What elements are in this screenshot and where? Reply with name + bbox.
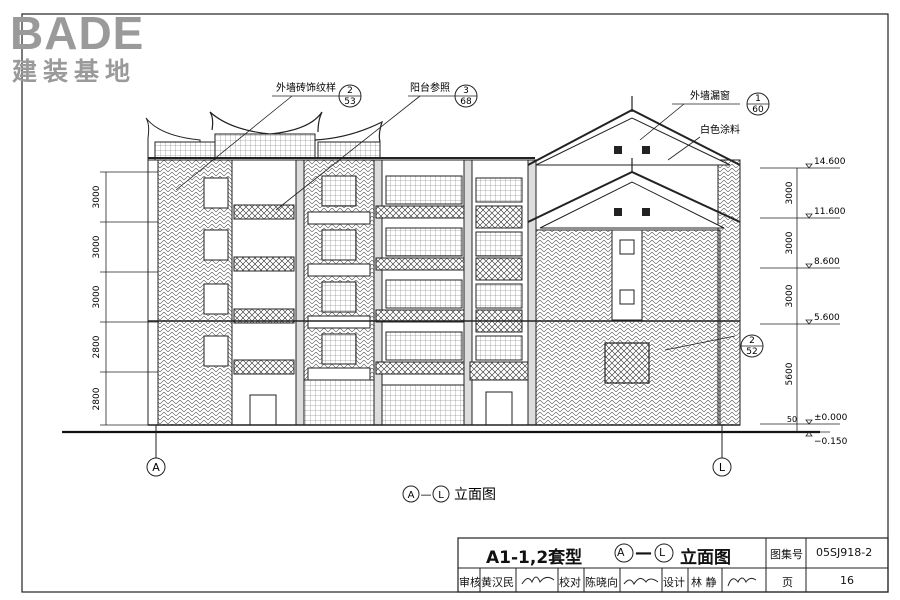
caption-axis-from: A bbox=[408, 490, 415, 501]
level-label: 5.600 bbox=[814, 313, 840, 323]
atlas-label: 图集号 bbox=[770, 548, 803, 561]
atlas-value: 05SJ918-2 bbox=[816, 546, 873, 559]
title-main-suffix: 立面图 bbox=[680, 548, 731, 568]
dim-left-1: 3000 bbox=[92, 185, 102, 208]
title-axis-from: A bbox=[617, 546, 625, 559]
check-label: 校对 bbox=[559, 576, 581, 589]
right-dimension-chain bbox=[760, 163, 840, 437]
level-label: 8.600 bbox=[814, 257, 840, 267]
ref-bubble-bottom: 60 bbox=[752, 105, 764, 115]
ref-bubble-bottom: 52 bbox=[746, 347, 757, 357]
dim-right-4: 5600 bbox=[785, 362, 795, 385]
annotation-leaders bbox=[175, 95, 740, 351]
signature-design bbox=[727, 577, 757, 587]
page-value: 16 bbox=[840, 574, 854, 587]
ref-bubble-right: 2 52 bbox=[740, 334, 764, 358]
signature-review bbox=[521, 576, 555, 585]
axis-label-right: L bbox=[719, 461, 726, 474]
dim-right-2: 3000 bbox=[785, 231, 795, 254]
dim-left-4: 2800 bbox=[92, 335, 102, 358]
title-axis-bubble-from bbox=[614, 543, 634, 563]
axis-label-left: A bbox=[152, 461, 160, 474]
annotation-white-paint: 白色涂料 bbox=[700, 123, 740, 136]
check-name: 陈晓向 bbox=[585, 576, 618, 589]
caption-dash: — bbox=[421, 488, 432, 501]
dim-left-2: 3000 bbox=[92, 235, 102, 258]
ref-bubble-top: 3 bbox=[463, 86, 469, 96]
brand-subtitle: 建装基地 bbox=[12, 57, 137, 86]
ref-bubble-bottom: 53 bbox=[344, 97, 355, 107]
dim-left-5: 2800 bbox=[92, 387, 102, 410]
axis-bubble-right bbox=[712, 457, 732, 477]
design-label: 设计 bbox=[663, 576, 685, 589]
level-label: 14.600 bbox=[814, 157, 846, 167]
dim-left-3: 3000 bbox=[92, 285, 102, 308]
sheet-frame bbox=[21, 13, 889, 593]
ref-bubble-top: 2 bbox=[347, 86, 353, 96]
ref-bubble-top: 1 bbox=[755, 94, 761, 104]
level-label: 11.600 bbox=[814, 207, 846, 217]
review-label: 审核 bbox=[459, 576, 481, 589]
design-name: 林 静 bbox=[691, 576, 717, 589]
title-block bbox=[457, 537, 889, 593]
level-label: ±0.000 bbox=[814, 413, 848, 423]
annotation-balcony: 阳台参照 bbox=[410, 81, 450, 94]
ref-bubble-window: 1 60 bbox=[746, 92, 770, 116]
annotation-ext-wall-brick: 外墙砖饰纹样 bbox=[276, 81, 336, 94]
caption-text: 立面图 bbox=[454, 487, 496, 503]
caption-axis-to: L bbox=[438, 490, 444, 501]
dim-right-3: 3000 bbox=[785, 284, 795, 307]
level-label: −0.150 bbox=[814, 437, 848, 447]
title-dash: — bbox=[635, 543, 652, 563]
ref-bubble-balcony: 3 68 bbox=[454, 84, 478, 108]
dim-right-5: 50 bbox=[787, 415, 797, 424]
title-axis-to: L bbox=[659, 546, 666, 559]
brand-logo: BADE bbox=[10, 7, 145, 59]
drawing-caption: A — L 立面图 bbox=[402, 485, 496, 503]
building-elevation bbox=[145, 96, 741, 426]
title-axis-bubble-to bbox=[654, 543, 674, 563]
ref-bubble-brick: 2 53 bbox=[338, 84, 362, 108]
ref-bubble-bottom: 68 bbox=[460, 97, 472, 107]
annotation-ext-wall-window: 外墙漏窗 bbox=[690, 89, 730, 102]
signature-check bbox=[623, 578, 659, 586]
ref-bubble-top: 2 bbox=[749, 336, 755, 346]
dim-right-1: 3000 bbox=[785, 181, 795, 204]
axis-bubble-left bbox=[146, 457, 166, 477]
page-label: 页 bbox=[782, 576, 793, 589]
review-name: 黄汉民 bbox=[481, 576, 514, 589]
left-dimension-chain bbox=[100, 171, 158, 426]
title-main-prefix: A1-1,2套型 bbox=[486, 548, 583, 568]
